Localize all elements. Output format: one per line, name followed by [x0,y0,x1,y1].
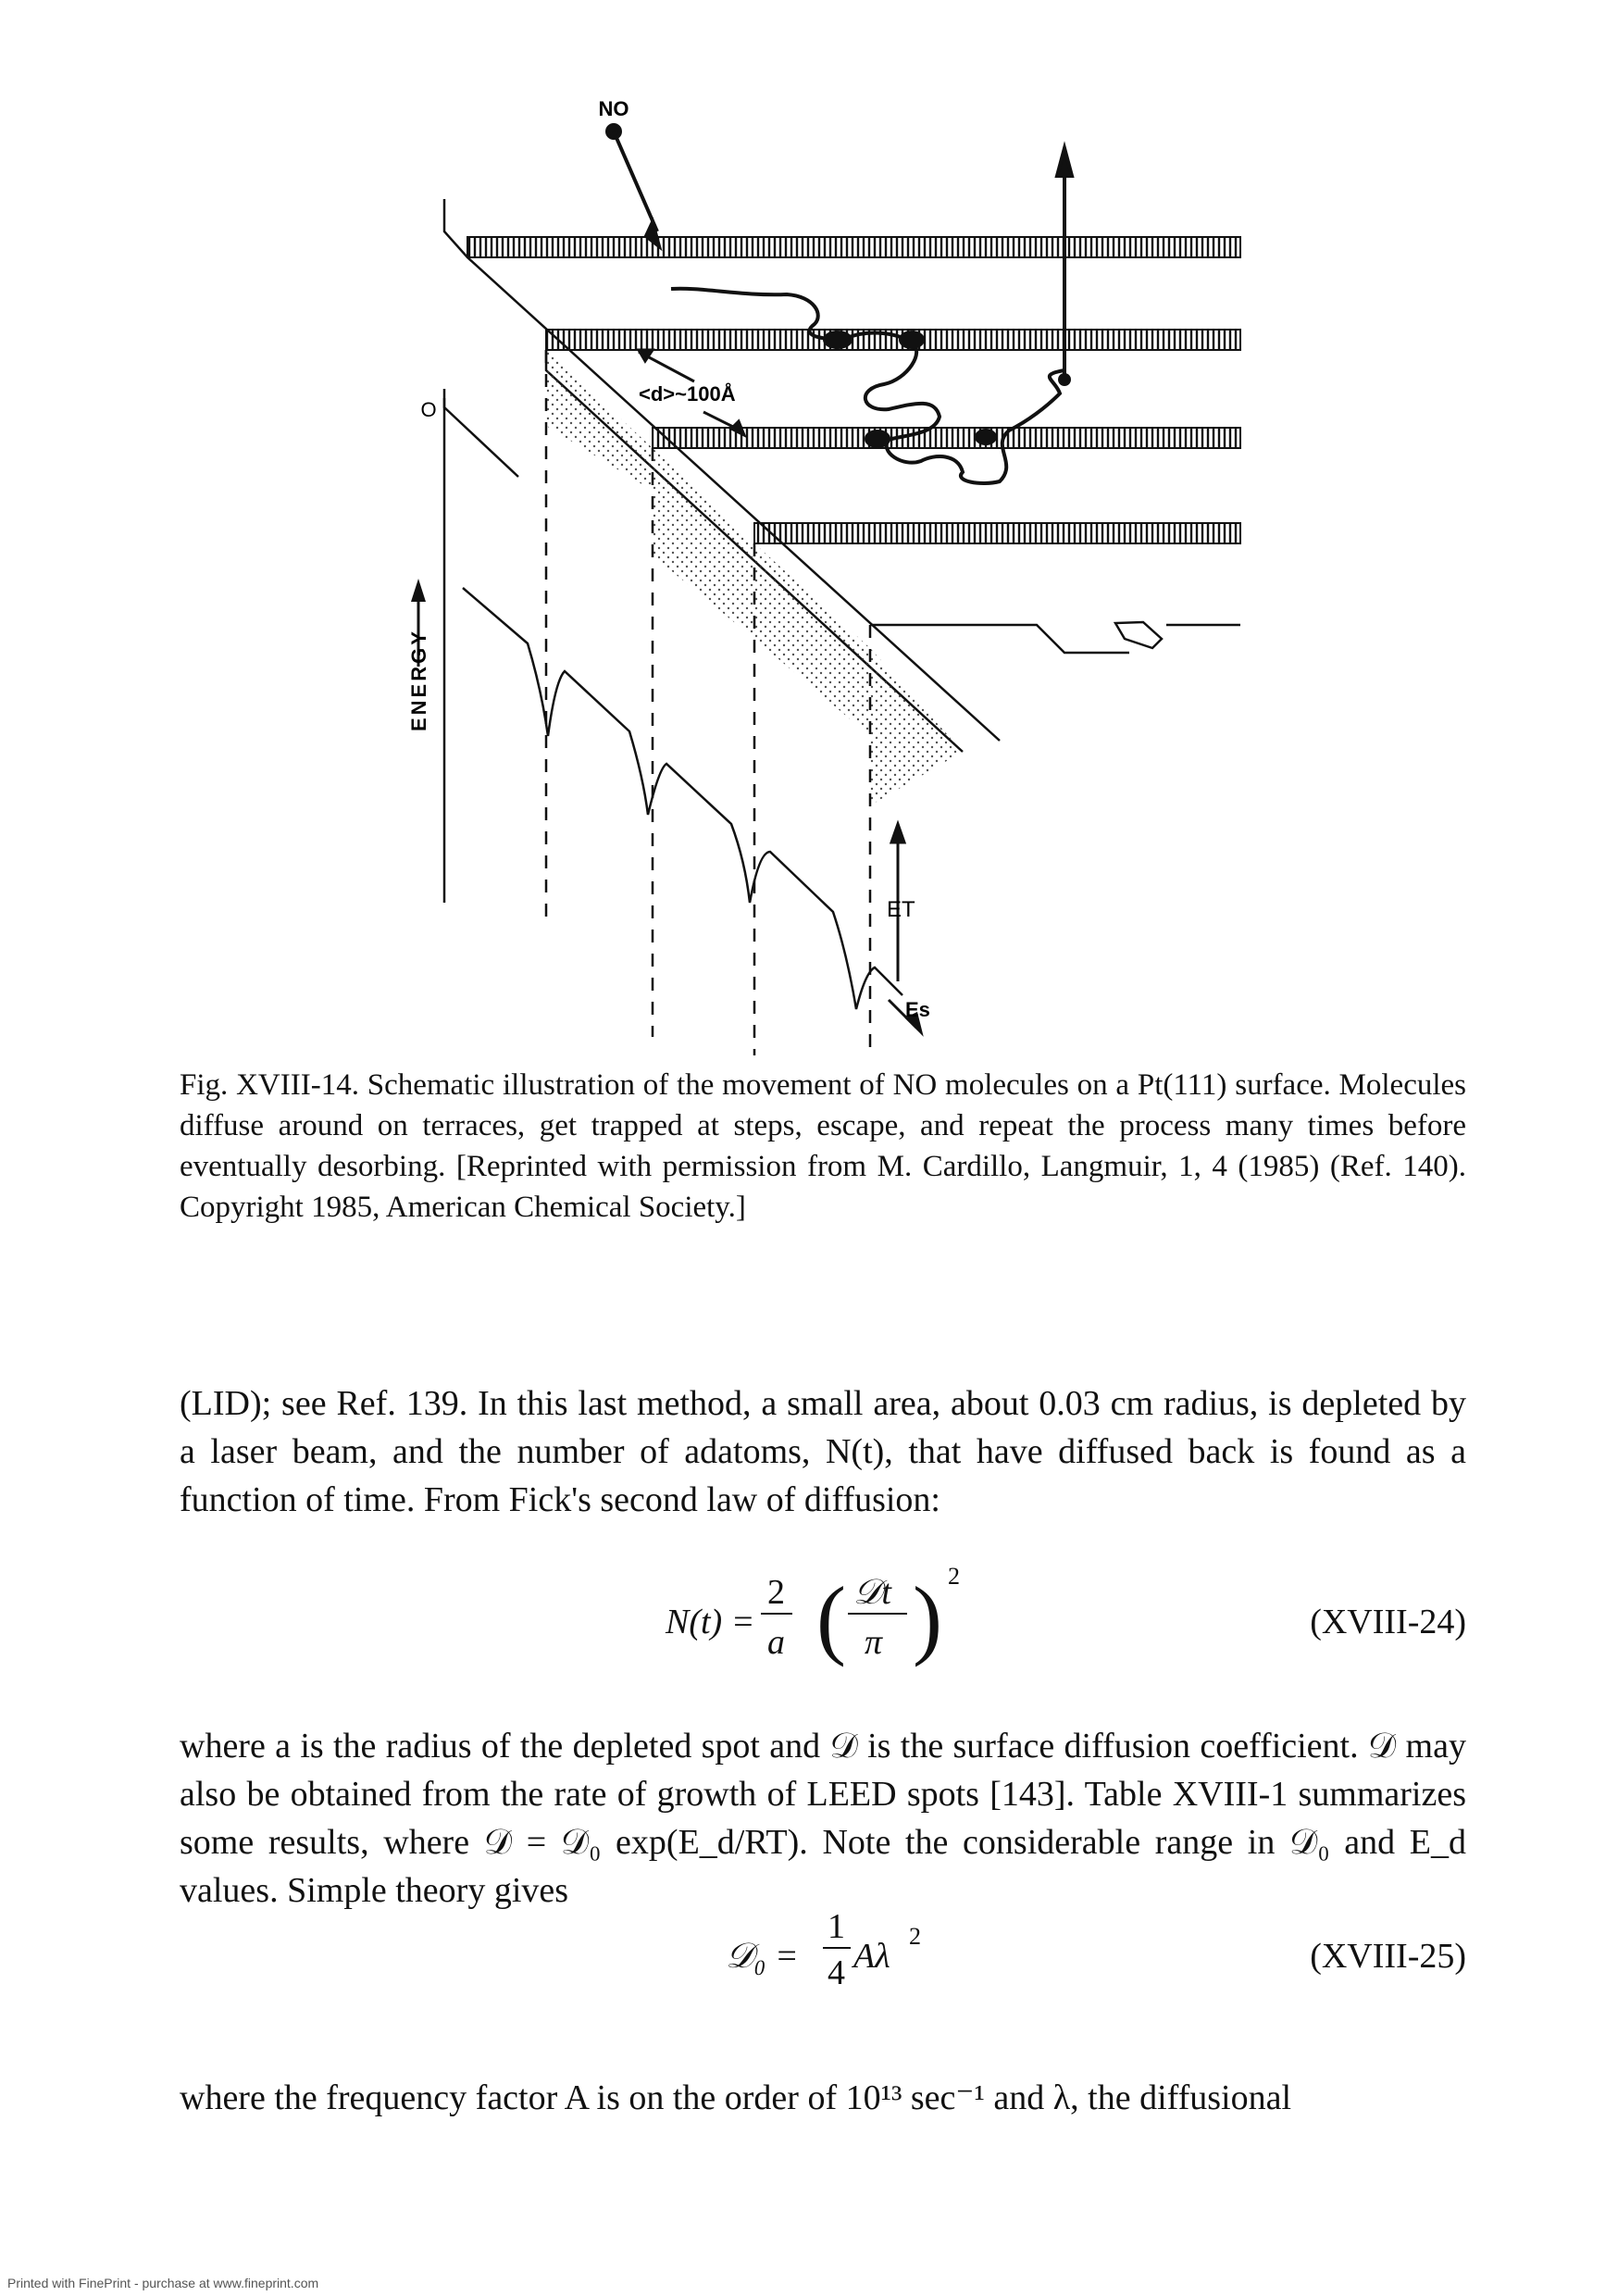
shaded-regions [546,350,963,805]
eq2-lhs: 𝒟₀ = [726,1937,799,1976]
eq1-frac1-num: 2 [767,1573,785,1612]
energy-lines [442,199,1240,1010]
eq1-number: (XVIII-24) [1310,1603,1466,1641]
eq1-frac1-bar [761,1613,792,1615]
label-energy-axis: ENERGY [407,629,430,731]
label-step-energy: Es [905,998,930,1021]
terraces [467,236,1241,544]
eq2-frac-bar [823,1947,851,1949]
equation-xviii-25: 𝒟₀ = 1 4 Aλ 2 (XVIII-25) [180,1903,1466,2004]
equation-xviii-24: N(t) = 2 a ( 𝒟t π ) 2 (XVIII-24) [180,1563,1466,1676]
molecule-trajectory [605,123,1075,485]
eq1-power: 2 [948,1563,960,1590]
eq1-frac2-bar [848,1613,907,1615]
energy-arrows [887,819,924,1037]
label-zero: O [420,398,436,421]
eq2-frac-den: 4 [828,1953,845,1992]
eq1-frac1-den: a [767,1623,785,1662]
eq2-frac-num: 1 [828,1907,845,1946]
figure: NO O ENERGY <d>~100Å ET Es [0,0,1618,1065]
eq1-frac2-den: π [865,1623,883,1662]
eq2-rhs: Aλ [853,1937,890,1976]
eq1-paren-open: ( [816,1568,846,1667]
paragraph-2: where a is the radius of the depleted sp… [180,1727,1466,1910]
label-step-spacing: <d>~100Å [639,381,736,406]
trap-blobs [823,331,1071,448]
print-footer: Printed with FinePrint - purchase at www… [7,2276,319,2290]
paragraph-1: (LID); see Ref. 139. In this last method… [180,1384,1466,1519]
label-molecule: NO [599,97,629,120]
eq1-paren-close: ) [913,1568,942,1667]
paragraph-3: where the frequency factor A is on the o… [180,2078,1292,2117]
eq2-power: 2 [909,1923,921,1950]
eq2-number: (XVIII-25) [1310,1937,1466,1976]
eq1-frac2-num: 𝒟t [853,1573,891,1612]
diffusion-schematic: NO O ENERGY <d>~100Å ET Es [407,97,1241,1055]
figure-caption: Fig. XVIII-14. Schematic illustration of… [180,1068,1466,1224]
spacing-arrows [636,348,747,439]
label-trap-energy: ET [887,897,915,922]
energy-axis-arrow [411,579,426,667]
dashed-guides [544,350,872,1055]
eq1-lhs: N(t) = [666,1603,755,1641]
